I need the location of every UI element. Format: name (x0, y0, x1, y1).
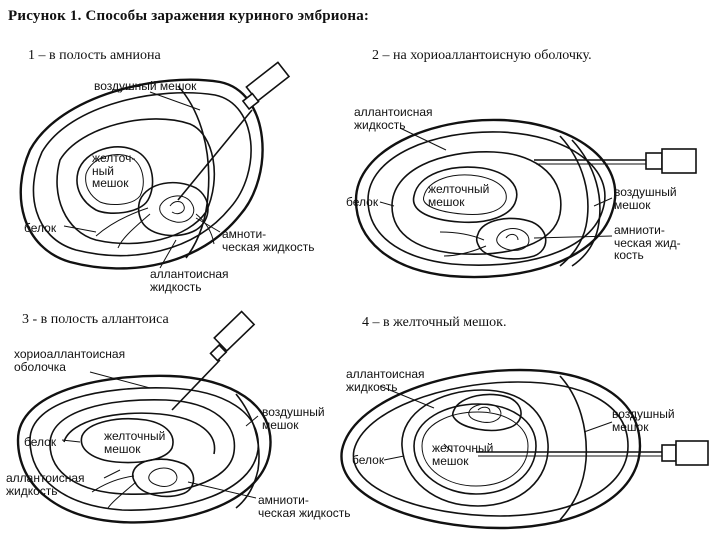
panel-caption: 1 – в полость амниона (28, 49, 161, 63)
white-label: белок (24, 222, 56, 235)
syringe-hub (662, 445, 676, 461)
pointer-white (64, 226, 96, 232)
pointer-air-sac (594, 198, 612, 206)
air-sac-label: воздушный мешок (612, 408, 675, 433)
embryo (469, 404, 501, 422)
allantoic-fluid-label: аллантоисная жидкость (346, 368, 425, 393)
pointer-white (384, 456, 404, 460)
white-label: белок (24, 436, 56, 449)
embryo (160, 196, 194, 222)
amniotic-fluid-label: амниоти- ческая жид- кость (614, 224, 681, 262)
syringe-needle (172, 360, 220, 410)
allantoic-fluid-label: аллантоисная жидкость (6, 472, 85, 497)
embryo (149, 468, 177, 486)
allantois-fold (57, 119, 214, 244)
yolk-sac-label: желточ- ный мешок (92, 152, 135, 190)
embryo-vessels (92, 476, 136, 508)
pointer-air-sac (246, 416, 258, 426)
panel-caption: 4 – в желточный мешок. (362, 316, 506, 330)
yolk-sac-label: желточный мешок (432, 442, 493, 467)
pointer-allantoic (160, 240, 176, 268)
pointer-air-sac (150, 92, 200, 110)
syringe-barrel (676, 441, 708, 465)
figure-title: Рисунок 1. Способы заражения куриного эм… (8, 9, 369, 24)
pointer-air-sac (584, 422, 612, 432)
allantoic-fluid-label: аллантоисная жидкость (354, 106, 433, 131)
amnion (139, 183, 208, 236)
egg-diagram-yolk-sac (341, 370, 708, 528)
panel-caption: 2 – на хориоаллантоисную оболочку. (372, 49, 592, 63)
amnion (477, 218, 546, 258)
air-sac-label: воздушный мешок (94, 80, 196, 93)
air-sac-label: воздушный мешок (614, 186, 677, 211)
amniotic-fluid-label: амноти- ческая жидкость (222, 228, 314, 253)
panel-caption: 3 - в полость аллантоиса (22, 313, 169, 327)
syringe-hub (646, 153, 662, 169)
air-sac-line (236, 394, 259, 508)
syringe-barrel (662, 149, 696, 173)
air-sac-label: воздушный мешок (262, 406, 325, 431)
white-label: белок (352, 454, 384, 467)
amniotic-fluid-label: амниоти- ческая жидкость (258, 494, 350, 519)
white-label: белок (346, 196, 378, 209)
yolk-sac-label: желточный мешок (104, 430, 165, 455)
yolk-sac-label: желточный мешок (428, 183, 489, 208)
allantoic-fluid-label: аллантоисная жидкость (150, 268, 229, 293)
pointer-allantoic (104, 470, 120, 478)
amnion (133, 459, 194, 496)
air-sac-line (560, 376, 586, 520)
chorioallantoic-membrane-label: хориоаллантоисная оболочка (14, 348, 125, 373)
syringe-barrel (214, 312, 254, 351)
